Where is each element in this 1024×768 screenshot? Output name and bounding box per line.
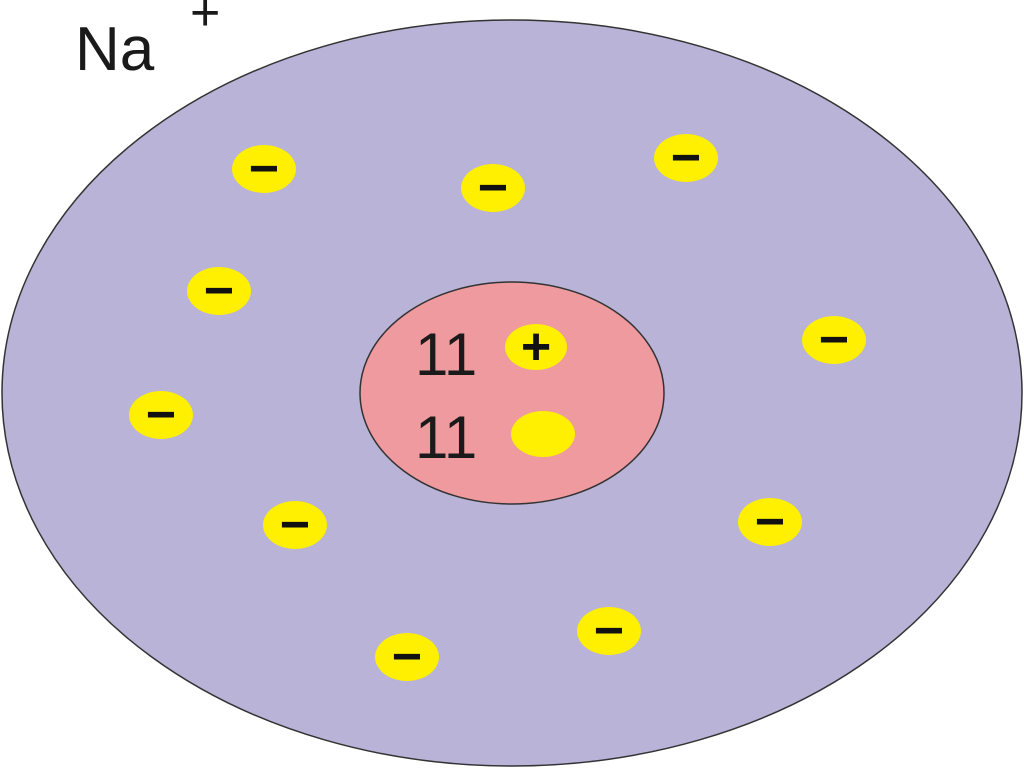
electron-circle (654, 134, 718, 182)
electron-circle (375, 633, 439, 681)
electron-circle (129, 391, 193, 439)
electron-sign: − (280, 496, 310, 554)
electron: − (375, 628, 439, 686)
electron: − (263, 496, 327, 554)
electron-circle (738, 498, 802, 546)
electron-circle (577, 607, 641, 655)
electron-circle (232, 145, 296, 193)
ion-charge: + (190, 0, 220, 42)
electron-sign: − (146, 386, 176, 444)
ion-symbol: Na (75, 15, 155, 84)
electron: − (232, 140, 296, 198)
electron-sign: − (819, 311, 849, 369)
electron: − (802, 311, 866, 369)
electron-sign: − (478, 159, 508, 217)
electron-circle (187, 267, 251, 315)
proton-sign: + (521, 318, 551, 376)
proton-count: 11 (415, 321, 477, 388)
electron-sign: − (671, 129, 701, 187)
electron-circle (263, 501, 327, 549)
electron: − (187, 262, 251, 320)
electron: − (654, 129, 718, 187)
electron-circle (461, 164, 525, 212)
nucleus (359, 281, 665, 505)
electron-sign: − (249, 140, 279, 198)
electron-circle (802, 316, 866, 364)
electron: − (129, 386, 193, 444)
electron: − (577, 602, 641, 660)
electron-sign: − (755, 493, 785, 551)
proton (505, 324, 567, 370)
electron: − (738, 493, 802, 551)
neutron (511, 411, 575, 457)
electrons: − − − − − − − − − − (129, 129, 866, 686)
electron: − (461, 159, 525, 217)
electron-sign: − (594, 602, 624, 660)
electron-sign: − (392, 628, 422, 686)
electron-sign: − (204, 262, 234, 320)
neutron-count: 11 (415, 404, 477, 471)
